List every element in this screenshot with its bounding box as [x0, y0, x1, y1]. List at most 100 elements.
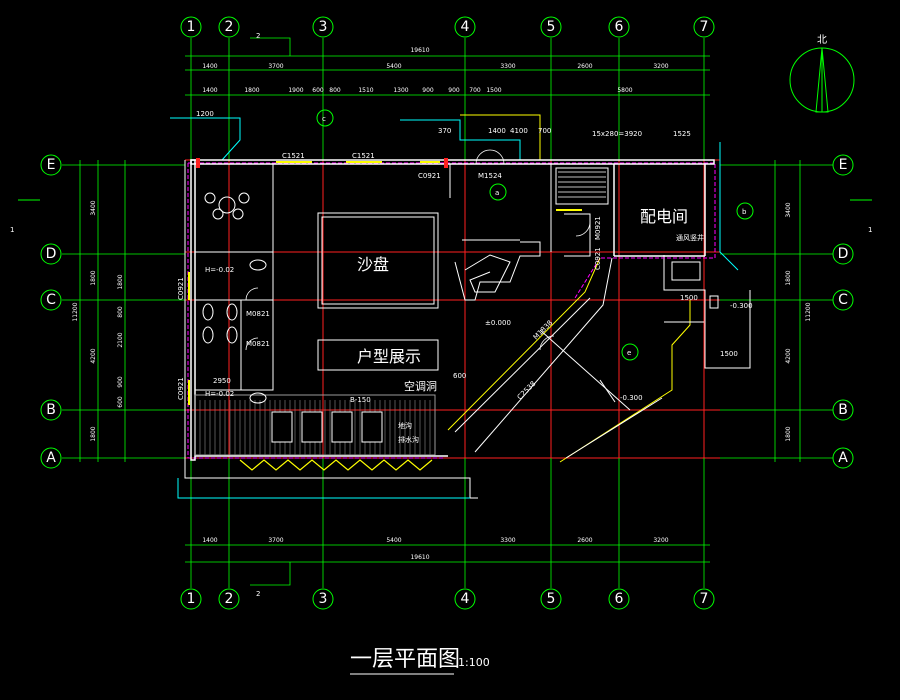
svg-text:5: 5: [547, 591, 556, 607]
svg-text:a: a: [495, 189, 499, 197]
svg-text:C0921: C0921: [418, 172, 441, 180]
svg-text:C1521: C1521: [352, 152, 375, 160]
stair-bottom: [194, 394, 436, 456]
svg-text:7: 7: [700, 591, 709, 607]
svg-text:15x280=3920: 15x280=3920: [592, 130, 642, 138]
axis-bubble-1-top: 1: [180, 16, 202, 38]
svg-text:4100: 4100: [510, 127, 528, 135]
svg-text:900: 900: [117, 376, 124, 388]
svg-text:1900: 1900: [288, 87, 303, 94]
svg-text:5400: 5400: [386, 537, 401, 544]
right-annex: [664, 261, 719, 323]
svg-text:e: e: [627, 349, 631, 357]
svg-text:B: B: [46, 402, 56, 418]
left-dimensions: 11200 3400 1800 4200 1800 1800 800 2100 …: [72, 200, 124, 441]
doors: [245, 149, 591, 351]
svg-text:C: C: [46, 292, 56, 308]
axis-bubble-B-right: B: [832, 399, 854, 421]
svg-text:1800: 1800: [90, 270, 97, 285]
room-label-switch-room: 配电间: [640, 207, 688, 226]
title-text: 一层平面图: [350, 647, 460, 672]
axis-bubbles-left: E D C B A: [40, 154, 62, 469]
axis-bubbles-right: E D C B A: [832, 154, 854, 469]
svg-text:E: E: [839, 157, 848, 173]
svg-text:4: 4: [461, 591, 470, 607]
svg-text:1800: 1800: [785, 270, 792, 285]
svg-text:B-150: B-150: [350, 396, 371, 404]
svg-text:排水沟: 排水沟: [398, 435, 419, 444]
svg-text:6: 6: [615, 19, 624, 35]
svg-text:370: 370: [438, 127, 451, 135]
svg-text:E: E: [47, 157, 56, 173]
svg-text:M0821: M0821: [246, 340, 270, 348]
svg-text:1400: 1400: [488, 127, 506, 135]
axis-bubble-E-right: E: [832, 154, 854, 176]
svg-text:-0.300: -0.300: [620, 394, 643, 402]
svg-text:1: 1: [187, 19, 196, 35]
top-dimensions: 19610 1400 3700 5400 3300 2600 3200 1400…: [202, 32, 668, 94]
exterior-walls: [190, 159, 715, 461]
svg-text:H=-0.02: H=-0.02: [205, 266, 234, 274]
svg-text:11200: 11200: [805, 302, 812, 321]
svg-text:A: A: [838, 450, 848, 466]
axis-bubbles-top: 1 2 3 4 5 6 7: [180, 16, 715, 38]
axis-bubble-B-left: B: [40, 399, 62, 421]
svg-text:M1524: M1524: [478, 172, 502, 180]
svg-text:2950: 2950: [213, 377, 231, 385]
axis-bubble-A-right: A: [832, 447, 854, 469]
building-outline: [170, 114, 751, 499]
svg-text:700: 700: [538, 127, 551, 135]
svg-text:1800: 1800: [90, 426, 97, 441]
svg-text:5800: 5800: [617, 87, 632, 94]
dim-bottom-overall: 19610: [410, 554, 429, 561]
svg-text:1510: 1510: [358, 87, 373, 94]
svg-text:1500: 1500: [486, 87, 501, 94]
north-arrow: [789, 47, 855, 113]
interior-walls: [194, 163, 609, 391]
svg-text:C1521: C1521: [282, 152, 305, 160]
svg-text:1500: 1500: [720, 350, 738, 358]
axis-bubble-2-bottom: 2: [218, 588, 240, 610]
axis-bubble-6-top: 6: [608, 16, 630, 38]
svg-text:通风竖井: 通风竖井: [676, 233, 704, 242]
axis-bubble-C-right: C: [832, 289, 854, 311]
svg-text:800: 800: [329, 87, 341, 94]
svg-text:700: 700: [469, 87, 481, 94]
svg-text:C0921: C0921: [177, 277, 185, 300]
svg-text:7: 7: [700, 19, 709, 35]
window-marks: [188, 161, 582, 405]
svg-text:2600: 2600: [577, 537, 592, 544]
axis-bubbles-bottom: 1 2 3 4 5 6 7: [180, 588, 715, 610]
axis-bubble-2-top: 2: [218, 16, 240, 38]
axis-bubble-5-top: 5: [540, 16, 562, 38]
svg-text:D: D: [46, 246, 57, 262]
svg-text:1800: 1800: [785, 426, 792, 441]
axis-bubble-4-top: 4: [454, 16, 476, 38]
svg-text:b: b: [742, 208, 747, 216]
svg-text:3700: 3700: [268, 537, 283, 544]
svg-text:1525: 1525: [673, 130, 691, 138]
axis-bubble-6-bottom: 6: [608, 588, 630, 610]
svg-text:1300: 1300: [393, 87, 408, 94]
right-dimensions: 11200 3400 1800 4200 1800: [785, 202, 812, 441]
svg-text:3: 3: [319, 19, 328, 35]
svg-text:3200: 3200: [653, 537, 668, 544]
svg-text:1: 1: [187, 591, 196, 607]
svg-text:900: 900: [448, 87, 460, 94]
svg-text:c: c: [322, 115, 326, 123]
axis-bubble-3-top: 3: [312, 16, 334, 38]
svg-text:±0.000: ±0.000: [485, 319, 511, 327]
zigzag-window: [239, 459, 433, 471]
svg-text:-0.300: -0.300: [730, 302, 753, 310]
diagonal-facade: [447, 257, 691, 463]
svg-text:地沟: 地沟: [398, 421, 412, 430]
north-label: 北: [817, 34, 827, 46]
svg-text:11200: 11200: [72, 302, 79, 321]
toilet-fixtures: [202, 259, 267, 404]
svg-text:M0821: M0821: [246, 310, 270, 318]
svg-text:3200: 3200: [653, 63, 668, 70]
axis-bubble-7-bottom: 7: [693, 588, 715, 610]
dim-top-overall: 19610: [410, 47, 429, 54]
svg-text:1400: 1400: [202, 63, 217, 70]
